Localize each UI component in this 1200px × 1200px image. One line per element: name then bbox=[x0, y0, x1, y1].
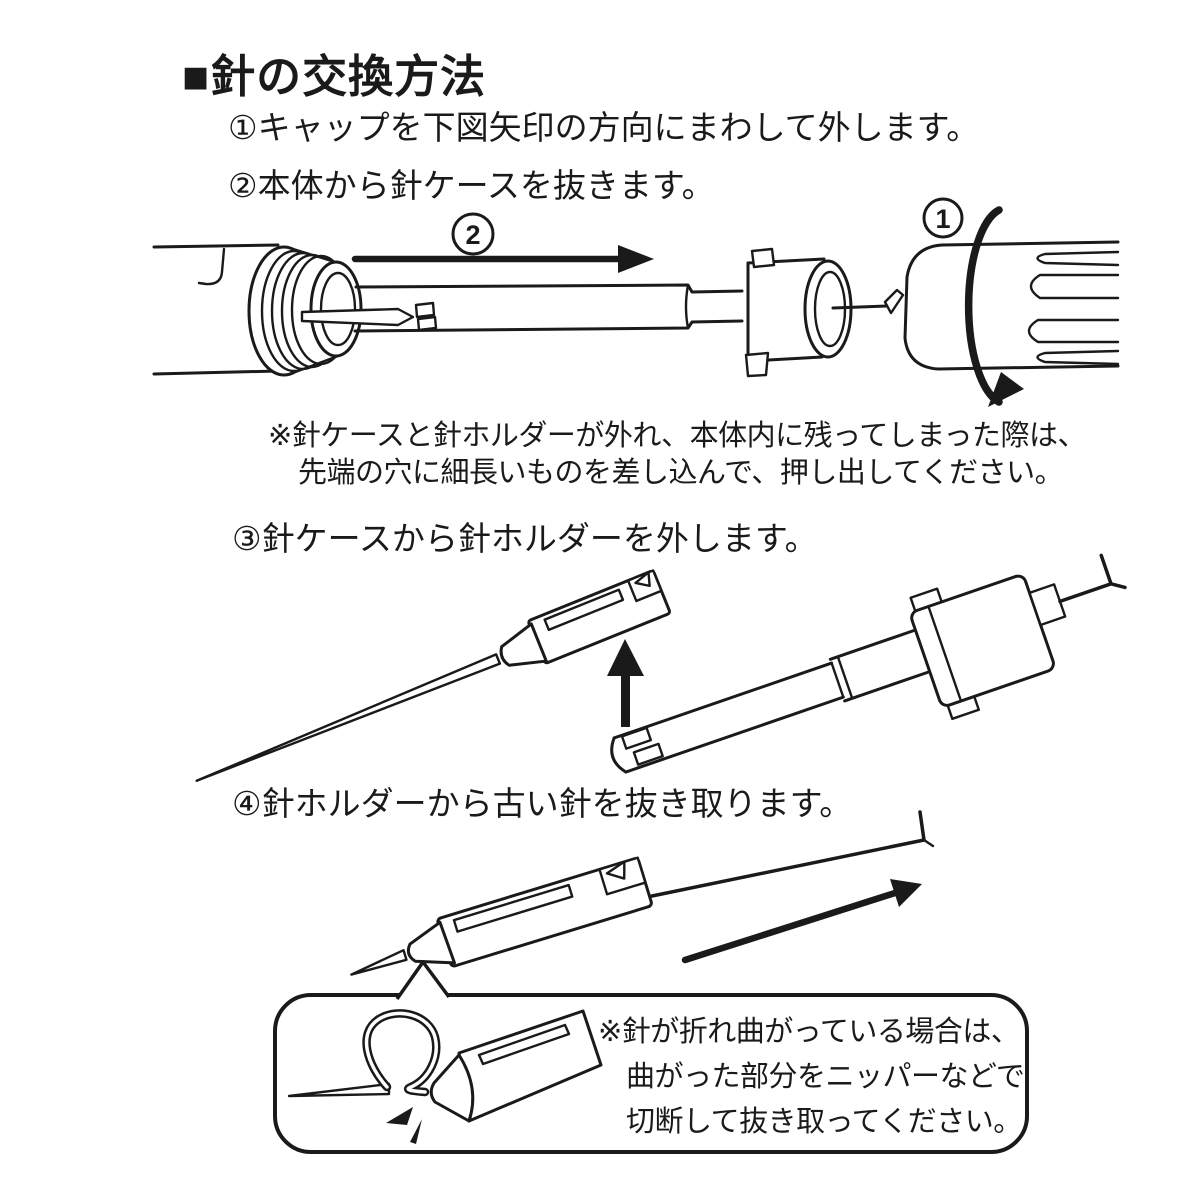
bent-needle-tip bbox=[883, 288, 905, 315]
section-title: ■針の交換方法 bbox=[182, 51, 487, 102]
diagram-step1-2: 2 1 bbox=[152, 197, 1120, 407]
step-2-text: ②本体から針ケースを抜きます。 bbox=[228, 167, 715, 204]
note-line-2: 先端の穴に細長いものを差し込んで、押し出してください。 bbox=[298, 457, 1064, 489]
cut-marks-icon bbox=[386, 1107, 422, 1144]
callout-line-1: ※針が折れ曲がっている場合は、 bbox=[598, 1016, 1020, 1048]
pull-arrow-number: 2 bbox=[451, 212, 495, 256]
step-3-text: ③針ケースから針ホルダーを外します。 bbox=[232, 520, 818, 557]
note-line-1: ※針ケースと針ホルダーが外れ、本体内に残ってしまった際は、 bbox=[268, 420, 1087, 452]
needle-holder bbox=[195, 569, 671, 782]
needle bbox=[195, 653, 502, 782]
rotate-arrow-number: 1 bbox=[922, 197, 964, 239]
pen-body bbox=[152, 243, 280, 376]
needle bbox=[287, 1082, 391, 1098]
diagram-step3 bbox=[195, 553, 1127, 782]
needle-holder bbox=[350, 856, 653, 976]
step-1-text: ①キャップを下図矢印の方向にまわして外します。 bbox=[228, 109, 980, 146]
old-needle bbox=[650, 810, 935, 898]
needle-case bbox=[610, 553, 1127, 774]
needle-holder-drum bbox=[744, 247, 905, 378]
callout-note-box bbox=[273, 993, 1029, 1154]
holder-front bbox=[429, 1009, 603, 1123]
looped-needle-core bbox=[364, 1011, 438, 1094]
rotate-arrow-icon bbox=[964, 206, 1024, 407]
bent-needle-illustration bbox=[287, 1009, 603, 1144]
svg-text:1: 1 bbox=[935, 204, 950, 234]
callout-line-2: 曲がった部分をニッパーなどで bbox=[626, 1061, 1025, 1093]
needle-case-tube bbox=[300, 283, 744, 333]
svg-text:2: 2 bbox=[465, 220, 480, 250]
callout-pointer bbox=[395, 960, 451, 1001]
cap bbox=[903, 240, 1120, 371]
step-4-text: ④針ホルダーから古い針を抜き取ります。 bbox=[232, 785, 853, 822]
pull-arrow-icon bbox=[351, 245, 654, 273]
callout-line-3: 切断して抜き取ってください。 bbox=[626, 1106, 1022, 1138]
note-text: ※針ケースと針ホルダーが外れ、本体内に残ってしまった際は、 先端の穴に細長いもの… bbox=[268, 418, 1087, 492]
needle-tip bbox=[350, 949, 408, 976]
diagram-step4 bbox=[350, 810, 935, 976]
extract-arrow-icon bbox=[681, 879, 922, 964]
hook-needle bbox=[1058, 553, 1113, 604]
remove-arrow-icon bbox=[607, 639, 644, 727]
looped-needle-outline bbox=[362, 1009, 441, 1097]
callout-text: ※針が折れ曲がっている場合は、 曲がった部分をニッパーなどで 切断して抜き取って… bbox=[598, 1010, 1025, 1145]
